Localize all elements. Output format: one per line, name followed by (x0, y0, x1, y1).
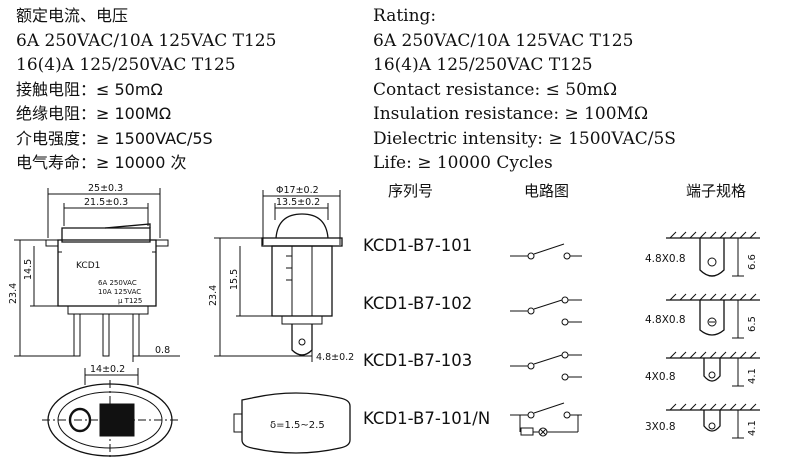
header-terminal: 端子规格 (686, 182, 747, 200)
dim-14-bottom: 14±0.2 (90, 364, 125, 375)
header-circuit: 电路图 (524, 182, 570, 200)
dim-dia17: Φ17±0.2 (276, 185, 319, 196)
dim-dia13: 13.5±0.2 (276, 197, 320, 208)
spec-en-line: Dielectric intensity: ≥ 1500VAC/5S (373, 128, 676, 149)
spec-cn-line: 电气寿命：≥ 10000 次 (16, 153, 187, 172)
model-101: KCD1-B7-101 (363, 236, 473, 255)
side-view (214, 190, 343, 362)
body-model: KCD1 (76, 261, 100, 271)
terminal-size-4: 3X0.8 (645, 421, 676, 433)
terminal-height-4: 4.1 (747, 420, 758, 436)
terminal-1 (666, 231, 760, 277)
model-101n: KCD1-B7-101/N (363, 409, 491, 428)
model-102: KCD1-B7-102 (363, 294, 473, 313)
terminal-2 (666, 293, 760, 339)
spec-cn-line: 介电强度：≥ 1500VAC/5S (16, 128, 213, 148)
header-serial: 序列号 (388, 182, 434, 200)
circuit-101 (510, 243, 582, 260)
spec-chinese: 额定电流、电压 6A 250VAC/10A 125VAC T125 16(4)A… (16, 4, 346, 176)
circuit-103 (510, 351, 582, 381)
spec-en-line: 16(4)A 125/250VAC T125 (373, 55, 593, 75)
dim-side15: 15.5 (229, 269, 240, 290)
body-rating1: 6A 250VAC (98, 279, 137, 287)
spec-en-line: Rating: (373, 6, 437, 26)
terminal-size-3: 4X0.8 (645, 371, 676, 383)
spec-cn-line: 16(4)A 125/250VAC T125 (16, 55, 236, 75)
spec-cn-line: 额定电流、电压 (16, 6, 129, 25)
dim-08: 0.8 (155, 345, 170, 356)
spec-cn-line: 接触电阻：≤ 50mΩ (16, 79, 163, 99)
spec-cn-line: 绝缘电阻：≥ 100MΩ (16, 104, 172, 123)
circuits (510, 243, 582, 437)
body-temp: μ T125 (118, 297, 142, 305)
dim-21: 21.5±0.3 (84, 197, 128, 208)
dim-23: 23.4 (8, 283, 19, 304)
terminal-height-1: 6.6 (747, 254, 758, 270)
terminal-size-2: 4.8X0.8 (645, 314, 686, 326)
model-103: KCD1-B7-103 (363, 351, 473, 370)
circuit-102 (510, 296, 582, 326)
circuit-101n (510, 402, 582, 437)
terminal-4 (666, 403, 760, 439)
dim-25: 25±0.3 (88, 183, 123, 194)
spec-en-line: 6A 250VAC/10A 125VAC T125 (373, 30, 634, 51)
body-rating2: 10A 125VAC (98, 288, 141, 296)
terminal-height-2: 6.5 (747, 316, 758, 332)
dim-48: 4.8±0.2 (316, 352, 354, 363)
spec-cn-line: 6A 250VAC/10A 125VAC T125 (16, 30, 277, 51)
spec-en-line: Life: ≥ 10000 Cycles (373, 153, 553, 173)
terminal-height-3: 4.1 (747, 368, 758, 384)
front-view (14, 188, 180, 385)
spec-english: Rating: 6A 250VAC/10A 125VAC T125 16(4)A… (373, 4, 793, 176)
terminal-3 (666, 351, 760, 387)
spec-en-line: Insulation resistance: ≥ 100MΩ (373, 104, 649, 124)
oval-view (42, 380, 178, 460)
terminals (666, 231, 760, 439)
terminal-size-1: 4.8X0.8 (645, 253, 686, 265)
dim-side23: 23.4 (208, 285, 219, 306)
dim-14: 14.5 (23, 259, 34, 280)
panel-thickness: δ=1.5~2.5 (270, 420, 325, 431)
panel-view (233, 392, 351, 454)
spec-en-line: Contact resistance: ≤ 50mΩ (373, 79, 618, 100)
